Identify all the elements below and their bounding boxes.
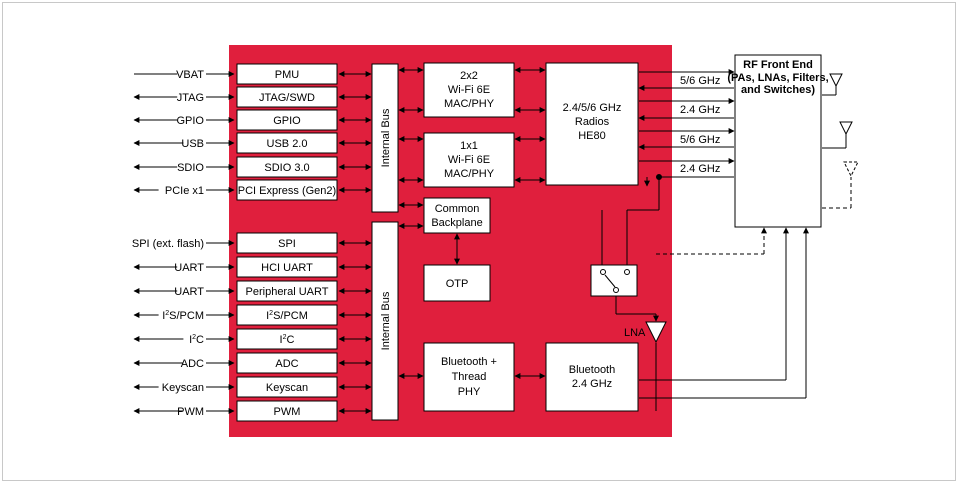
internal-bus-bottom: Internal Bus (371, 221, 399, 421)
interface-row: ADC ADC (133, 352, 338, 374)
wifi-2x2-line2: Wi-Fi 6E (448, 84, 490, 96)
rf-sub2: and Switches) (741, 84, 815, 96)
interface-row: UART Peripheral UART (133, 280, 338, 302)
interface-block-label: PMU (275, 69, 300, 81)
otp-block: OTP (423, 264, 491, 302)
band-label-1: 5/6 GHz (680, 75, 720, 87)
interface-row: USB USB 2.0 (133, 132, 338, 154)
band-label-4: 2.4 GHz (680, 163, 720, 175)
internal-bus-top: Internal Bus (371, 63, 399, 213)
radios-line3: HE80 (578, 130, 606, 142)
band-labels: 5/6 GHz 2.4 GHz 5/6 GHz 2.4 GHz (680, 75, 720, 175)
radios-block: 2.4/5/6 GHz Radios HE80 (545, 62, 639, 186)
band-label-3: 5/6 GHz (680, 134, 720, 146)
otp-label: OTP (446, 278, 469, 290)
wifi-1x1-block: 1x1 Wi-Fi 6E MAC/PHY (423, 132, 515, 188)
common-backplane-block: Common Backplane (423, 197, 491, 234)
interface-row: PCIe x1 PCI Express (Gen2) (133, 179, 338, 201)
interface-block-label: Keyscan (266, 382, 308, 394)
interface-block-label: JTAG/SWD (259, 92, 315, 104)
interface-label: SDIO (177, 162, 204, 174)
interface-row: SPI (ext. flash) SPI (102, 232, 338, 254)
left-interfaces: VBAT PMU JTAG JTAG/SWD GPIO GPIO USB USB 2.0SDI… (102, 63, 338, 422)
bt-thread-line3: PHY (458, 386, 481, 398)
radios-line1: 2.4/5/6 GHz (563, 102, 622, 114)
radio-rf-lines (638, 69, 735, 178)
interface-label: Keyscan (162, 382, 204, 394)
interface-block-label: I2C (280, 334, 295, 346)
interface-label: SPI (ext. flash) (132, 238, 204, 250)
interface-label: I2C (189, 334, 204, 346)
interface-label: ADC (181, 358, 204, 370)
bt-thread-block: Bluetooth + Thread PHY (423, 342, 515, 412)
rf-front-end-block: RF Front End (PAs, LNAs, Filters, and Sw… (727, 54, 829, 228)
interface-block-label: USB 2.0 (267, 138, 308, 150)
bluetooth-radio-block: Bluetooth 2.4 GHz (545, 342, 639, 412)
lna-amplifier: LNA (624, 321, 667, 344)
interface-row: UART HCI UART (133, 256, 338, 278)
interface-label: UART (174, 286, 204, 298)
interface-block-label: Peripheral UART (246, 286, 329, 298)
interface-label: PCIe x1 (165, 185, 204, 197)
bt-thread-line2: Thread (452, 371, 487, 383)
backplane-line2: Backplane (431, 217, 482, 229)
interface-label: PWM (177, 406, 204, 418)
interface-row: SDIO SDIO 3.0 (133, 156, 338, 178)
bt-thread-line1: Bluetooth + (441, 356, 497, 368)
band-label-2: 2.4 GHz (680, 104, 720, 116)
interface-row: PWM PWM (133, 400, 338, 422)
bluetooth-line1: Bluetooth (569, 364, 615, 376)
rf-sub1: (PAs, LNAs, Filters, (727, 72, 828, 84)
rf-title: RF Front End (743, 59, 813, 71)
bluetooth-line2: 2.4 GHz (572, 378, 612, 390)
wifi-1x1-line3: MAC/PHY (444, 168, 495, 180)
interface-label: VBAT (176, 69, 204, 81)
interface-label: UART (174, 262, 204, 274)
interface-block-label: GPIO (273, 115, 301, 127)
interface-row: I2C I2C (133, 328, 338, 350)
interface-block-label: HCI UART (261, 262, 313, 274)
interface-row: GPIO GPIO (133, 109, 338, 131)
backplane-line1: Common (435, 203, 480, 215)
block-to-bus-arrows (338, 71, 372, 414)
interface-label: USB (181, 138, 204, 150)
interface-block-label: PWM (274, 406, 301, 418)
internal-arrows (398, 67, 546, 379)
interface-row: Keyscan Keyscan (133, 376, 338, 398)
interface-row: I2S/PCM I2S/PCM (133, 304, 338, 326)
interface-label: GPIO (176, 115, 204, 127)
interface-label: JTAG (177, 92, 204, 104)
interface-block-label: SDIO 3.0 (264, 162, 309, 174)
switch-box (590, 264, 638, 297)
wifi-2x2-line1: 2x2 (460, 70, 478, 82)
internal-bus-top-label: Internal Bus (380, 108, 392, 167)
radios-line2: Radios (575, 116, 610, 128)
interface-row: VBAT PMU (134, 63, 338, 85)
interface-block-label: PCI Express (Gen2) (238, 185, 336, 197)
interface-block-label: I2S/PCM (266, 310, 308, 322)
bt-rf-lines (639, 227, 809, 399)
wifi-2x2-line3: MAC/PHY (444, 98, 495, 110)
lna-label: LNA (624, 327, 646, 339)
interface-row: JTAG JTAG/SWD (133, 86, 338, 108)
wifi-1x1-line1: 1x1 (460, 140, 478, 152)
interface-block-label: ADC (275, 358, 298, 370)
wifi-2x2-block: 2x2 Wi-Fi 6E MAC/PHY (423, 62, 515, 118)
interface-block-label: SPI (278, 238, 296, 250)
antennas (822, 73, 859, 209)
internal-bus-bottom-label: Internal Bus (380, 291, 392, 350)
interface-label: I2S/PCM (162, 310, 204, 322)
wifi-1x1-line2: Wi-Fi 6E (448, 154, 490, 166)
